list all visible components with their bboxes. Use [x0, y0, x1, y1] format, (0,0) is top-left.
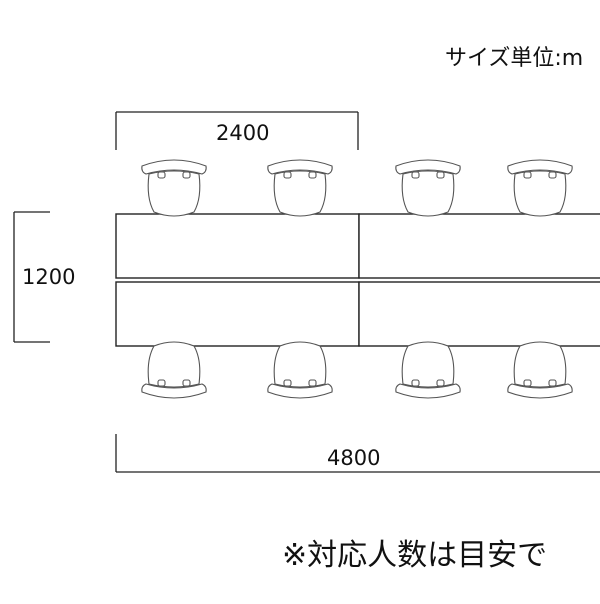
chair-bottom-1	[141, 341, 207, 399]
size-unit-label: サイズ単位:m	[445, 46, 584, 71]
table-bottom-left	[115, 281, 360, 347]
chair-bottom-4	[507, 341, 573, 399]
chair-bottom-3	[395, 341, 461, 399]
dimension-2400-label: 2400	[216, 121, 270, 145]
chair-top-1	[141, 159, 207, 217]
chair-top-3	[395, 159, 461, 217]
chair-bottom-2	[267, 341, 333, 399]
dimension-4800-label: 4800	[327, 446, 381, 470]
table-top-right	[358, 213, 600, 279]
dimension-1200-bracket	[13, 211, 50, 343]
tables	[115, 213, 600, 347]
capacity-note: ※対応人数は目安で	[282, 538, 548, 573]
chairs-top-row	[141, 159, 573, 217]
dimension-4800-bracket	[115, 434, 600, 473]
dimension-2400-bracket	[115, 111, 359, 150]
chair-top-4	[507, 159, 573, 217]
table-top-left	[115, 213, 360, 279]
dimension-1200-label: 1200	[22, 265, 76, 289]
chairs-bottom-row	[141, 341, 573, 399]
chair-top-2	[267, 159, 333, 217]
table-bottom-right	[358, 281, 600, 347]
